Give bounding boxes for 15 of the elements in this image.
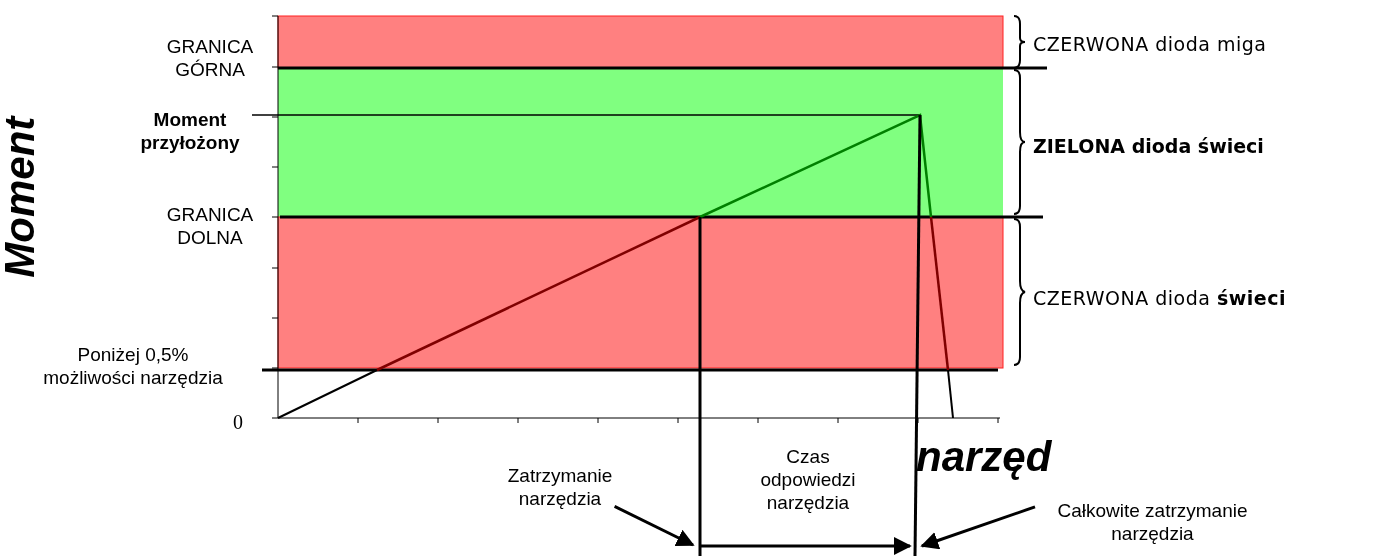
leader-arrow bbox=[920, 505, 1036, 550]
axis-title: narzęd bbox=[916, 432, 1053, 482]
leader-arrow bbox=[613, 505, 695, 547]
annotation-text: Zatrzymanie narzędzia bbox=[495, 465, 625, 511]
annotation-text: 0 bbox=[232, 410, 244, 434]
annotation-text: Całkowite zatrzymanie narzędzia bbox=[1035, 500, 1270, 546]
annotation-text: Moment przyłożony bbox=[139, 109, 241, 155]
axis-title: Moment bbox=[0, 114, 44, 280]
annotation-text: GRANICA DOLNA bbox=[165, 204, 255, 250]
annotation-text: CZERWONA dioda miga bbox=[1033, 33, 1268, 56]
annotation-text: Czas odpowiedzi narzędzia bbox=[759, 446, 857, 515]
annotation-text: CZERWONA dioda świeci bbox=[1033, 286, 1287, 311]
annotation-text: ZIELONA dioda świeci bbox=[1033, 135, 1265, 158]
annotation-text: GRANICA GÓRNA bbox=[165, 36, 255, 82]
annotation-text: Poniżej 0,5% możliwości narzędzia bbox=[42, 344, 224, 390]
